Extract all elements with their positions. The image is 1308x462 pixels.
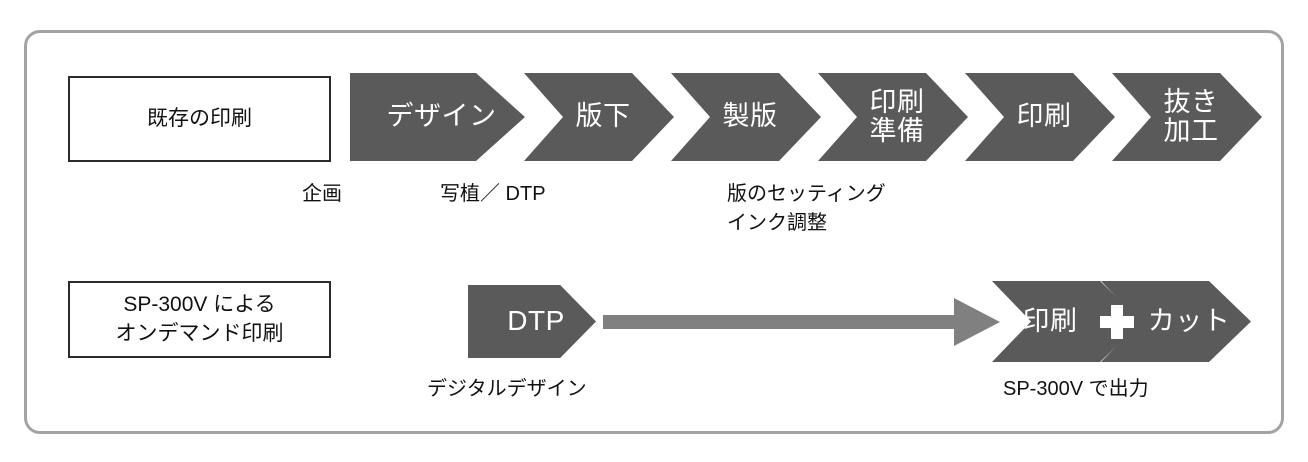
step-label: 印刷 準備 xyxy=(869,86,925,146)
arrow-shaft xyxy=(603,315,955,329)
step-cut-ondemand[interactable]: カット xyxy=(1101,281,1251,362)
step-label: 印刷 xyxy=(1016,101,1072,132)
caption-phototype-dtp: 写植／ DTP xyxy=(440,183,546,205)
step-label: 版下 xyxy=(575,101,631,132)
step-design[interactable]: デザイン xyxy=(350,73,525,161)
flow-arrow-right xyxy=(603,297,1000,347)
step-label: デザイン xyxy=(386,101,497,132)
caption-planning: 企画 xyxy=(302,183,342,205)
step-label: 抜き 加工 xyxy=(1163,86,1219,146)
step-label: 製版 xyxy=(722,101,778,132)
step-label: DTP xyxy=(507,305,565,337)
caption-plate-setting-ink: 版のセッティング インク調整 xyxy=(727,183,886,234)
step-printing[interactable]: 印刷 xyxy=(965,73,1115,161)
row-label-on-demand: SP-300V による オンデマンド印刷 xyxy=(68,281,331,358)
step-dtp[interactable]: DTP xyxy=(468,285,596,358)
step-print-preparation[interactable]: 印刷 準備 xyxy=(818,73,968,161)
step-label: カット xyxy=(1147,305,1231,336)
caption-digital-design: デジタルデザイン xyxy=(427,378,587,400)
step-label: 印刷 xyxy=(1022,305,1078,336)
caption-output-sp300v: SP-300V で出力 xyxy=(1003,378,1149,400)
plus-bar-vertical xyxy=(1111,305,1123,339)
step-plate-original[interactable]: 版下 xyxy=(524,73,674,161)
plus-icon xyxy=(1100,305,1134,339)
row-label-conventional: 既存の印刷 xyxy=(68,76,331,162)
diagram-frame xyxy=(24,30,1284,434)
step-platemaking[interactable]: 製版 xyxy=(671,73,821,161)
step-die-cutting[interactable]: 抜き 加工 xyxy=(1112,73,1262,161)
arrow-head-icon xyxy=(954,298,1000,346)
